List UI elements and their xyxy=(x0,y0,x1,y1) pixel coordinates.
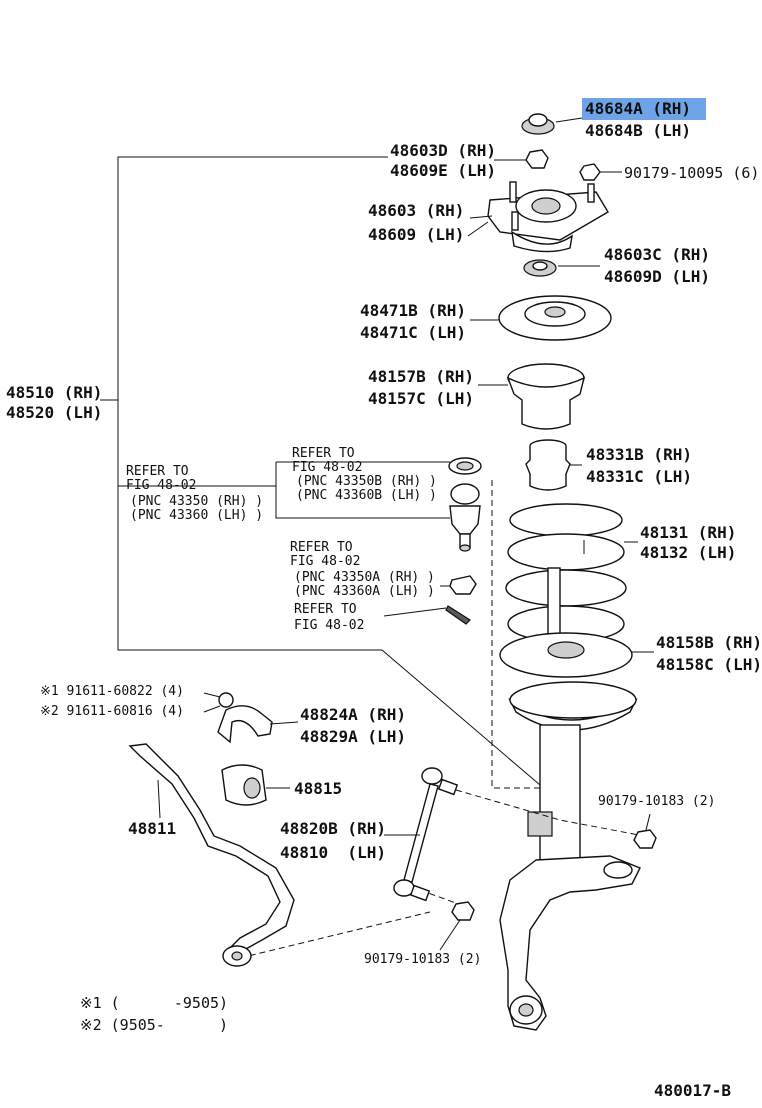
label-48609E[interactable]: 48609E (LH) xyxy=(390,161,496,180)
diagram-id: 480017-B xyxy=(654,1081,732,1100)
label-48815[interactable]: 48815 xyxy=(294,779,343,798)
ball-joint-refer xyxy=(448,457,482,552)
refer-b-line3: (PNC 43350 (RH) ) xyxy=(130,494,264,509)
nut-90179-10183-lower xyxy=(439,901,475,951)
highlight-48684A xyxy=(582,98,706,120)
nut-90179-10183-upper xyxy=(633,813,657,849)
refer-b-line4: (PNC 43360 (LH) ) xyxy=(130,508,264,523)
refer-c-line3: (PNC 43350A (RH) ) xyxy=(294,570,435,585)
upper-cap-48684 xyxy=(521,113,583,135)
label-48471B[interactable]: 48471B (RH) xyxy=(360,301,466,320)
label-90179-10095[interactable]: 90179-10095 (6) xyxy=(624,164,760,182)
refer-a-line1: REFER TO xyxy=(292,446,355,461)
refer-b-line2: FIG 48-02 xyxy=(126,478,197,493)
label-48609D[interactable]: 48609D (LH) xyxy=(604,267,710,286)
stabilizer-link-48820B xyxy=(384,767,459,902)
label-48824A[interactable]: 48824A (RH) xyxy=(300,705,406,724)
label-48157B[interactable]: 48157B (RH) xyxy=(368,367,474,386)
label-48471C[interactable]: 48471C (LH) xyxy=(360,323,466,342)
label-48158C[interactable]: 48158C (LH) xyxy=(656,655,762,674)
strut-support-48603 xyxy=(469,181,609,253)
label-90179-10183-lower[interactable]: 90179-10183 (2) xyxy=(364,952,482,967)
label-48609[interactable]: 48609 (LH) xyxy=(368,225,465,244)
label-48603C[interactable]: 48603C (RH) xyxy=(604,245,710,264)
label-48684B[interactable]: 48684B (LH) xyxy=(585,121,691,140)
label-48810[interactable]: 48810 (LH) xyxy=(280,843,386,862)
lower-spring-seat-48158B xyxy=(499,632,654,678)
refer-c-line2: FIG 48-02 xyxy=(290,554,361,569)
cotter-pin-refer xyxy=(383,605,471,625)
refer-d-line1: REFER TO xyxy=(294,602,357,617)
label-48158B[interactable]: 48158B (RH) xyxy=(656,633,762,652)
stabilizer-bushing-48815 xyxy=(221,764,290,806)
footnote-2: ※2 (9505- ) xyxy=(80,1016,229,1034)
upper-seat-48471B xyxy=(470,295,612,341)
note-2-part[interactable]: ※2 91611-60816 (4) xyxy=(40,704,184,719)
label-48603D[interactable]: 48603D (RH) xyxy=(390,141,496,160)
refer-bracket-a xyxy=(210,461,450,519)
stabilizer-bracket-48824A xyxy=(203,692,299,744)
label-48157C[interactable]: 48157C (LH) xyxy=(368,389,474,408)
refer-a-line3: (PNC 43350B (RH) ) xyxy=(296,474,437,489)
label-leads xyxy=(467,221,585,554)
steering-knuckle xyxy=(499,855,641,1031)
refer-a-line2: FIG 48-02 xyxy=(292,460,363,475)
label-48820B[interactable]: 48820B (RH) xyxy=(280,819,386,838)
assembly-bracket-48510 xyxy=(100,156,541,786)
nut-48603D xyxy=(494,149,549,169)
label-48131[interactable]: 48131 (RH) xyxy=(640,523,737,542)
refer-b-line1: REFER TO xyxy=(126,464,189,479)
label-48811[interactable]: 48811 xyxy=(128,819,177,838)
bump-stopper-48331B xyxy=(525,439,582,491)
note-1-part[interactable]: ※1 91611-60822 (4) xyxy=(40,684,184,699)
footnote-1: ※1 ( -9505) xyxy=(80,994,229,1012)
label-48684A[interactable]: 48684A (RH) xyxy=(585,99,691,118)
dust-boot-48157B xyxy=(478,363,586,430)
refer-a-line4: (PNC 43360B (LH) ) xyxy=(296,488,437,503)
label-48331C[interactable]: 48331C (LH) xyxy=(586,467,692,486)
label-48829A[interactable]: 48829A (LH) xyxy=(300,727,406,746)
refer-d-line2: FIG 48-02 xyxy=(294,618,365,633)
label-90179-10183-upper[interactable]: 90179-10183 (2) xyxy=(598,794,716,809)
stabilizer-bar-48811 xyxy=(128,743,295,967)
washer-48603C xyxy=(523,259,600,277)
refer-c-line1: REFER TO xyxy=(290,540,353,555)
label-48603[interactable]: 48603 (RH) xyxy=(368,201,465,220)
castle-nut-refer xyxy=(440,575,477,595)
dashed-guides xyxy=(239,480,645,959)
refer-c-line4: (PNC 43360A (LH) ) xyxy=(294,584,435,599)
label-48510[interactable]: 48510 (RH) xyxy=(6,383,103,402)
label-48520[interactable]: 48520 (LH) xyxy=(6,403,103,422)
label-48331B[interactable]: 48331B (RH) xyxy=(586,445,692,464)
shock-absorber-body xyxy=(508,681,638,866)
label-48132[interactable]: 48132 (LH) xyxy=(640,543,737,562)
nut-90179-10095 xyxy=(579,163,622,181)
